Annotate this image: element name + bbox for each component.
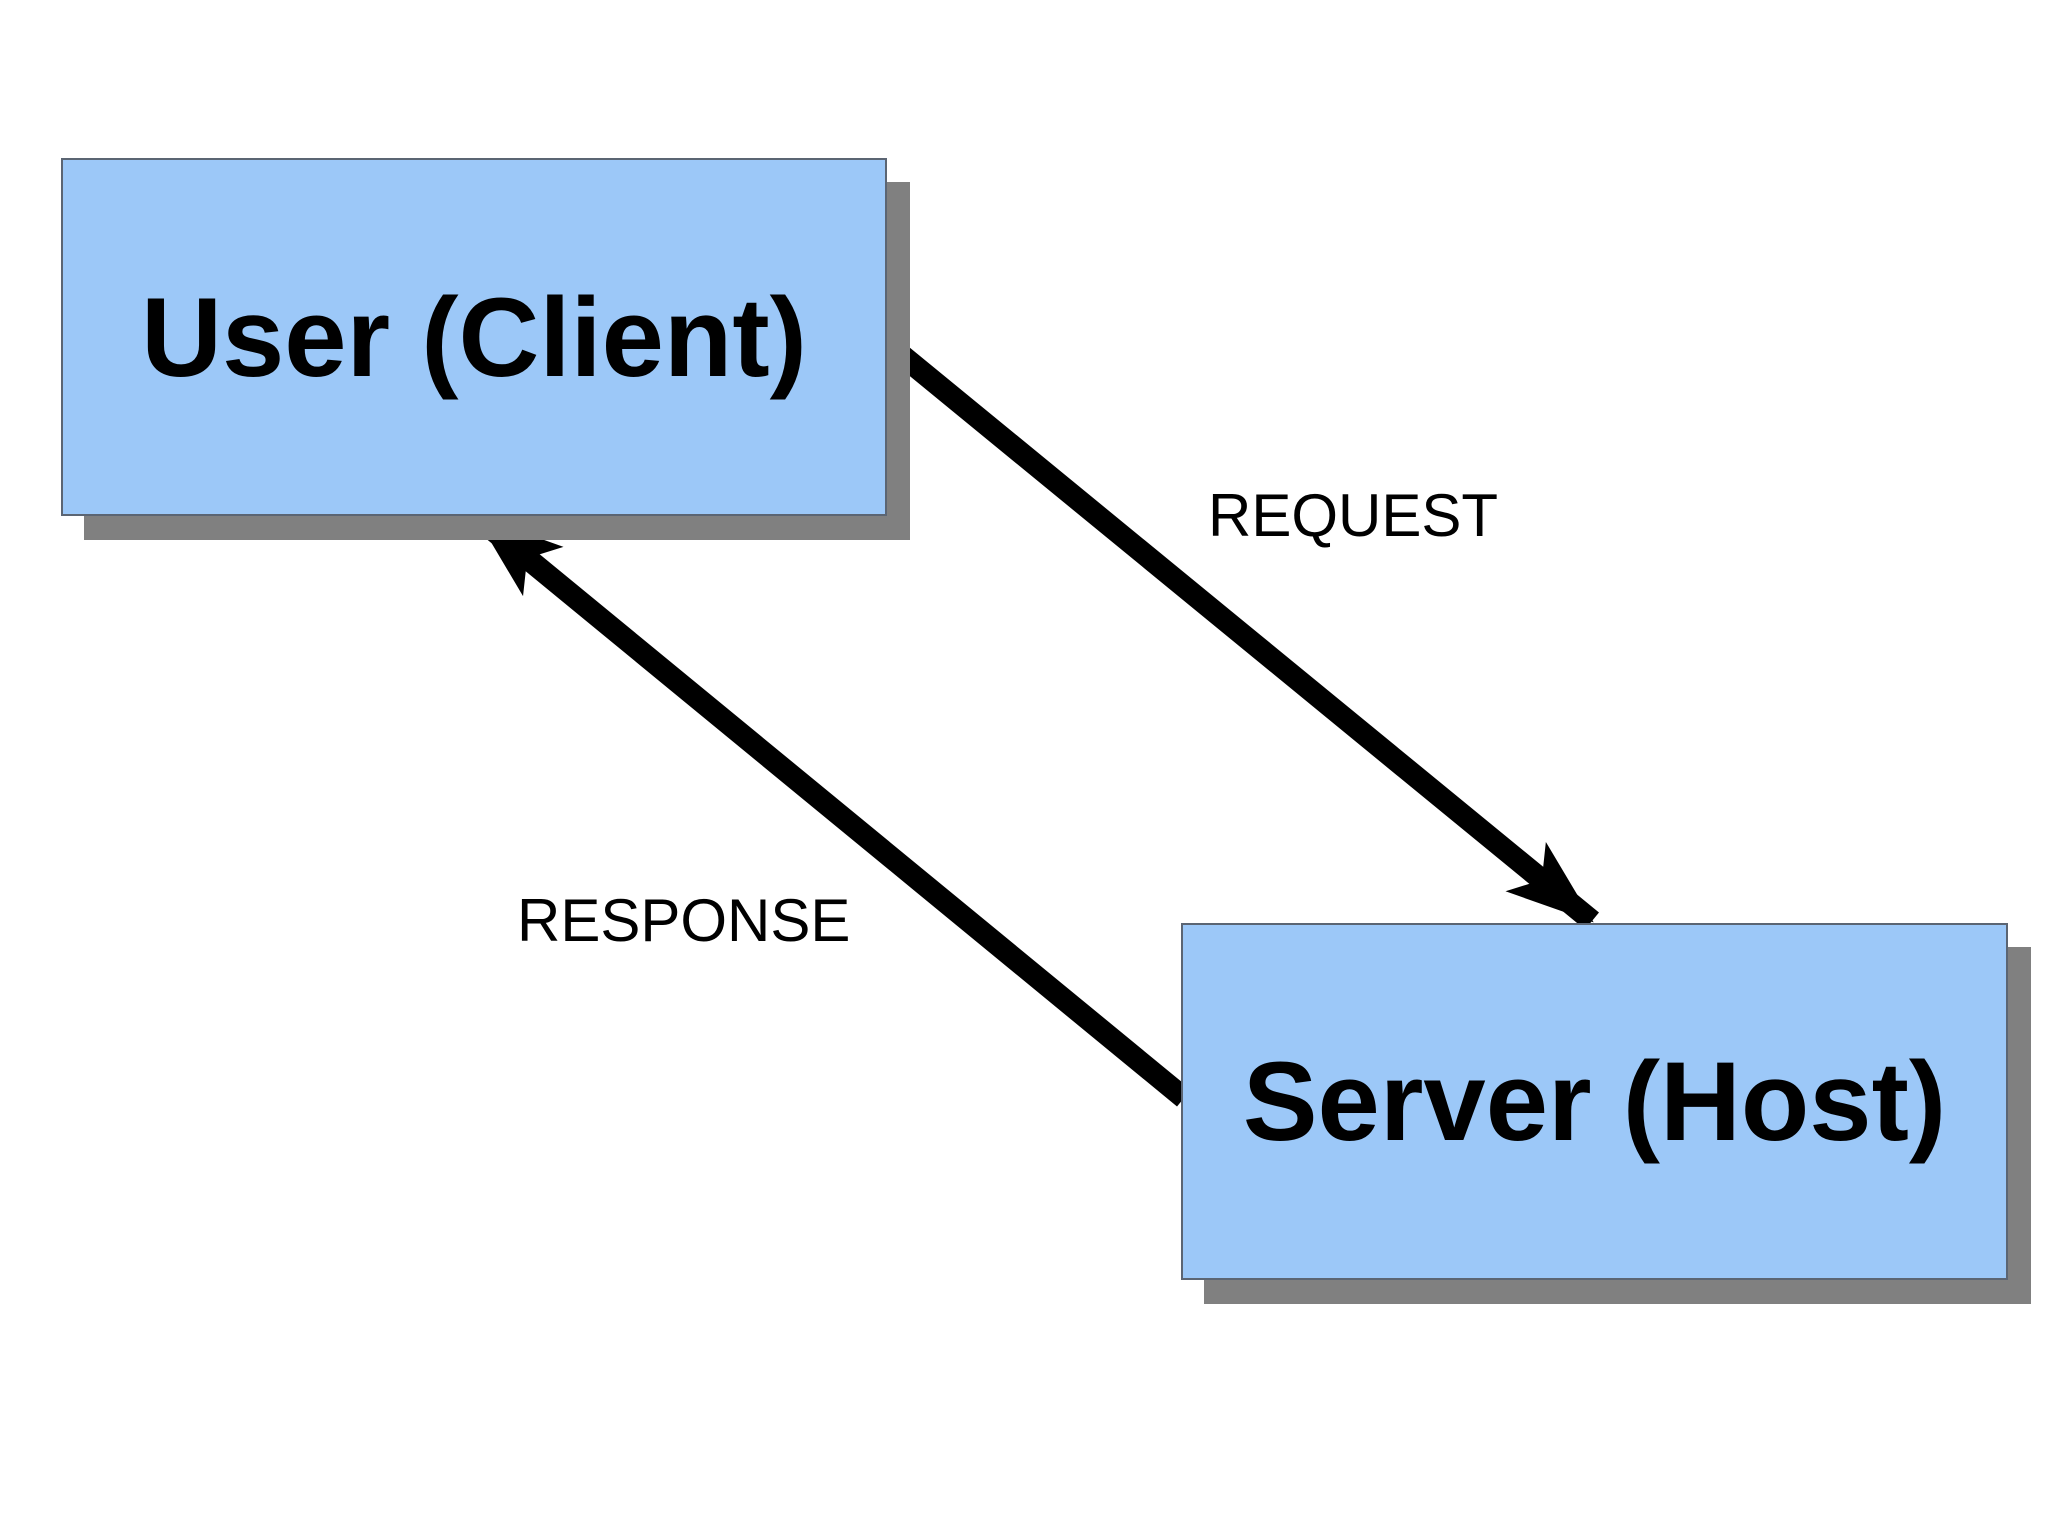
client-node: User (Client): [61, 158, 887, 516]
server-node-label: Server (Host): [1242, 1039, 1947, 1164]
response-arrow: [470, 508, 1191, 1107]
response-arrow-label: RESPONSE: [517, 887, 851, 954]
server-node: Server (Host): [1181, 923, 2008, 1280]
client-node-label: User (Client): [141, 274, 807, 400]
request-arrow-label: REQUEST: [1208, 482, 1499, 549]
request-arrow: [881, 335, 1599, 930]
